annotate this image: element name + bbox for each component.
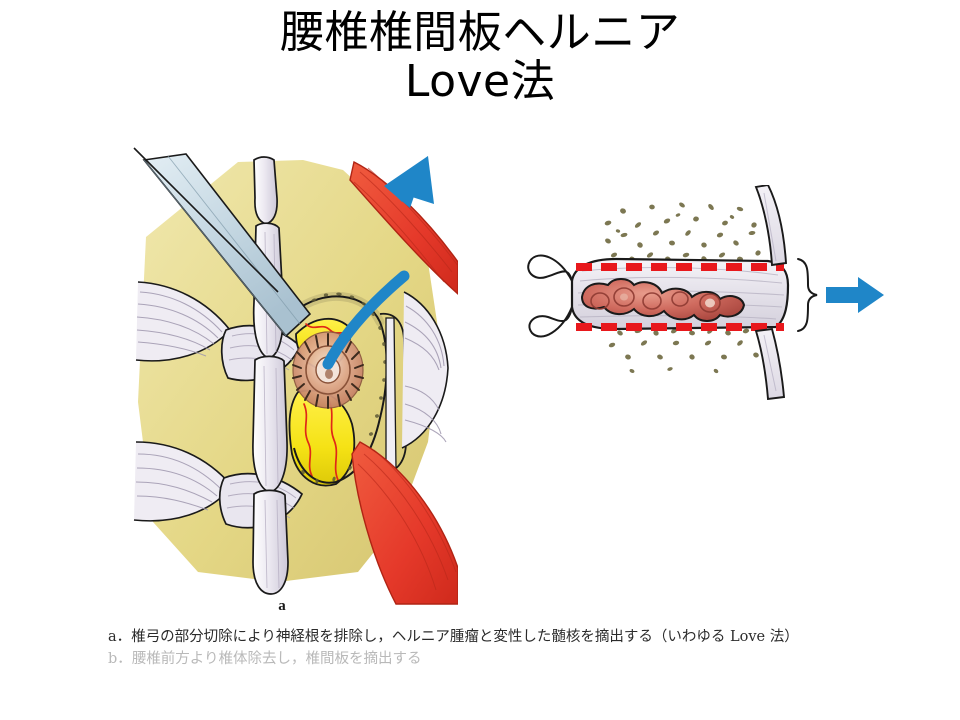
paraspinal-muscle-lower [351,441,458,605]
caption-line-a: a．椎弓の部分切除により神経根を排除し，ヘルニア腫瘤と変性した髄核を摘出する（い… [108,629,799,645]
lower-cancellous-bone [608,328,759,374]
left-lamina-fan [133,281,234,522]
annulus-fiber-radii [292,333,364,409]
figure-disc-sagittal-section [520,185,890,400]
figure-posterior-lumbar-dissection [128,142,458,607]
herniated-disc [292,331,364,409]
title-line-1: 腰椎椎間板ヘルニア [279,7,681,58]
disc-removal-arrow [826,277,884,313]
surgical-retractor-blade [133,147,312,338]
degenerated-nucleus-pulposus [580,278,746,322]
figure-caption: a．椎弓の部分切除により神経根を排除し，ヘルニア腫瘤と変性した髄核を摘出する（い… [108,626,908,666]
page-title: 腰椎椎間板ヘルニア Love法 [0,8,960,107]
right-lamina-fan [401,291,449,449]
caption-line-b: b．腰椎前方より椎体除去し，椎間板を摘出する [108,651,422,666]
anterior-longitudinal-ligament [527,254,573,338]
nerve-root-retraction-arrow [322,156,434,370]
right-illustration-svg [527,185,884,400]
title-line-2: Love法 [404,56,556,108]
resection-extent-brace [797,258,818,332]
upper-cancellous-bone [604,202,761,262]
paraspinal-muscle-upper [349,160,458,295]
panel-letter-a: a [278,598,286,614]
left-illustration-svg [133,147,458,605]
posterior-vertebral-margin [754,185,788,400]
nucleus-lobule-outlines [590,287,721,313]
